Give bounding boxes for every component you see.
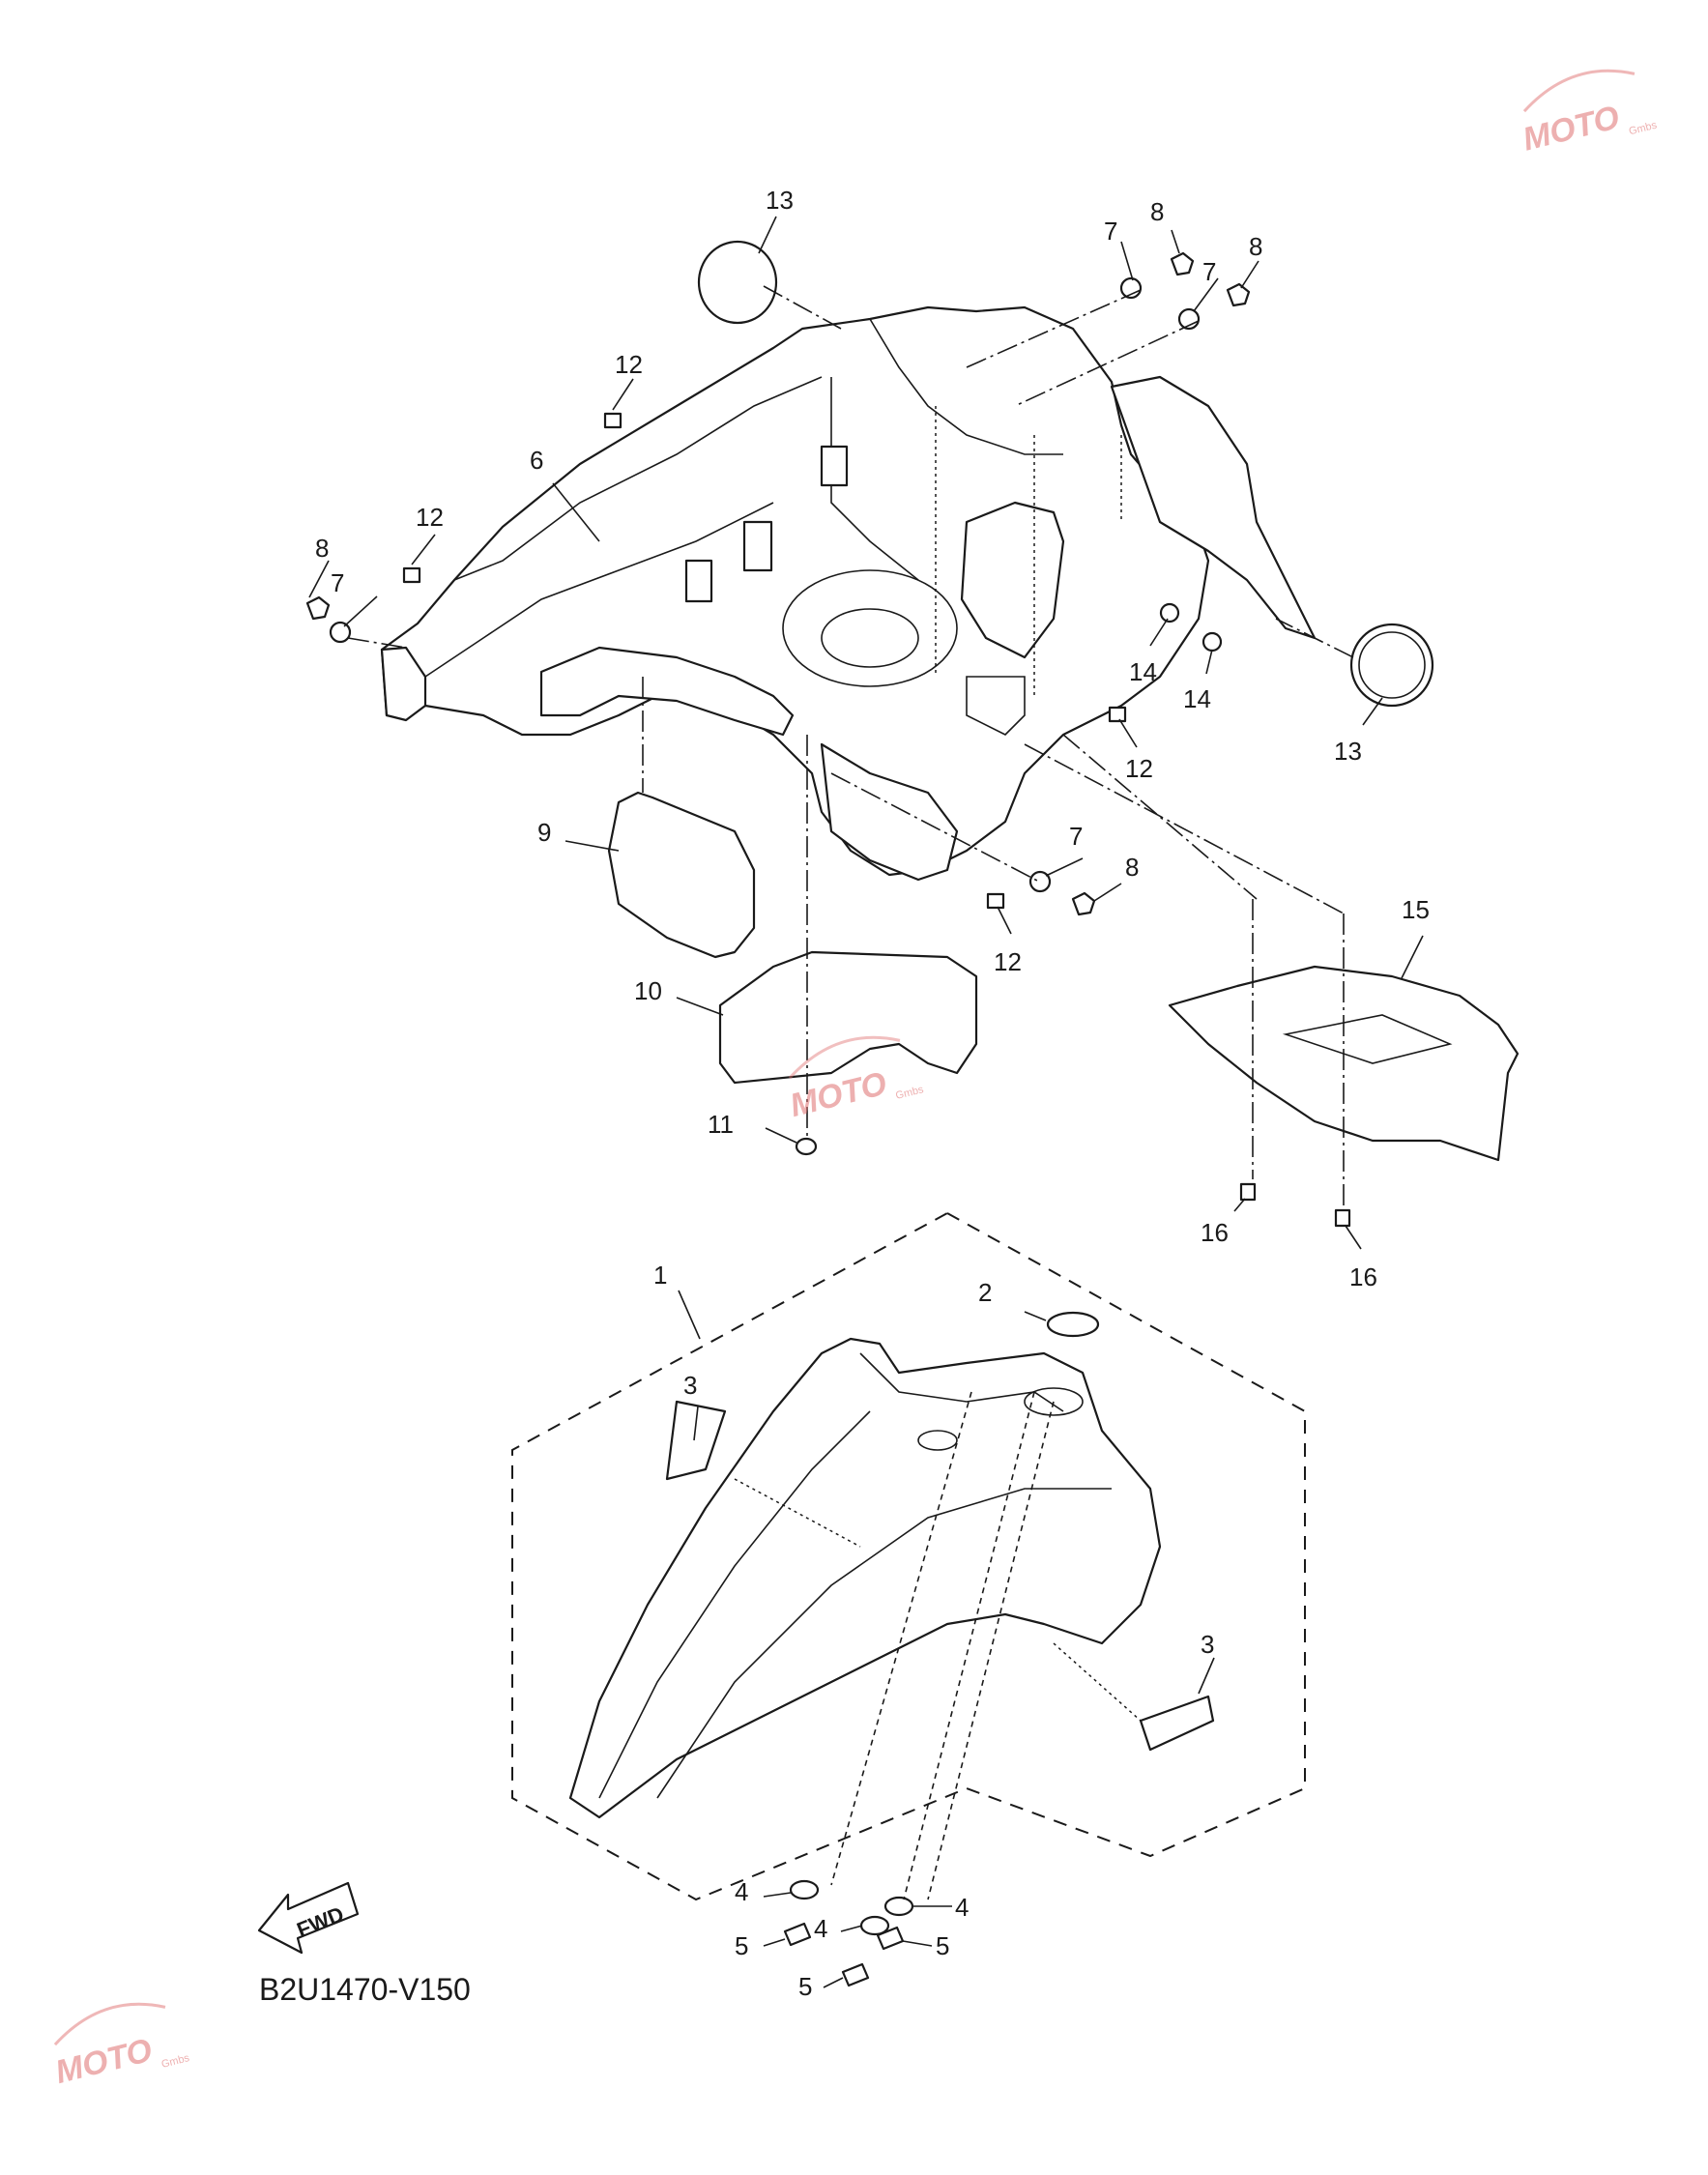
- lower-cover: [718, 950, 978, 1085]
- callout-3a: 3: [683, 1371, 697, 1400]
- callout-labels: 1 2 3 3 4 4 4 5 5 5 6 7 7 7 7 8 8 8 8 9 …: [315, 186, 1430, 2001]
- callout-9: 9: [537, 818, 551, 847]
- callout-14a: 14: [1129, 657, 1157, 686]
- leader-lines: [308, 216, 1424, 1988]
- callout-12a: 12: [615, 350, 643, 379]
- callout-7c: 7: [331, 568, 344, 597]
- assembly-lines: [347, 285, 1354, 1900]
- watermark-logo-bottom-left: MOTO Gmbs: [52, 2002, 191, 2091]
- svg-text:Gmbs: Gmbs: [894, 1084, 925, 1102]
- callout-4a: 4: [735, 1877, 748, 1906]
- callout-6: 6: [530, 446, 543, 475]
- callout-5c: 5: [798, 1972, 812, 2001]
- callout-8b: 8: [1249, 232, 1262, 261]
- callout-4c: 4: [814, 1914, 827, 1943]
- callout-7b: 7: [1202, 257, 1216, 286]
- callout-13b: 13: [1334, 737, 1362, 766]
- callout-12d: 12: [994, 947, 1022, 976]
- decal-right: [1139, 1695, 1215, 1752]
- callout-8d: 8: [1125, 853, 1139, 882]
- callout-4b: 4: [955, 1893, 969, 1922]
- svg-text:Gmbs: Gmbs: [160, 2052, 191, 2071]
- callout-10: 10: [634, 976, 662, 1005]
- fender-bolts: [783, 1879, 914, 1987]
- inner-fender-assembly: [380, 305, 1317, 882]
- diagram-code: B2U1470-V150: [259, 1972, 471, 2007]
- callout-5a: 5: [735, 1931, 748, 1960]
- watermark-logo-top-right: MOTO Gmbs: [1520, 69, 1659, 159]
- forward-direction-arrow: FWD: [257, 1881, 360, 1955]
- callout-8a: 8: [1150, 197, 1164, 226]
- callout-13a: 13: [766, 186, 794, 215]
- callout-3b: 3: [1201, 1630, 1214, 1659]
- svg-text:MOTO: MOTO: [52, 2032, 157, 2091]
- grommet-cap-left: [697, 240, 778, 325]
- svg-text:MOTO: MOTO: [1520, 99, 1624, 158]
- callout-2: 2: [978, 1278, 992, 1307]
- front-fender: [568, 1337, 1162, 1819]
- callout-16a: 16: [1201, 1218, 1229, 1247]
- bracket-plate: [607, 791, 756, 959]
- callout-12b: 12: [416, 503, 444, 532]
- assembly-outline: [511, 1211, 1306, 1901]
- callout-14b: 14: [1183, 684, 1211, 713]
- callout-11: 11: [708, 1110, 734, 1139]
- svg-text:Gmbs: Gmbs: [1628, 119, 1659, 137]
- callout-7d: 7: [1069, 822, 1083, 851]
- callout-15: 15: [1402, 895, 1430, 924]
- callout-5b: 5: [936, 1931, 949, 1960]
- callout-7a: 7: [1104, 217, 1117, 246]
- fender-cap: [1046, 1311, 1100, 1338]
- callout-16b: 16: [1349, 1262, 1377, 1291]
- callout-1: 1: [653, 1261, 667, 1290]
- decal-left: [665, 1400, 727, 1481]
- grommet-cap-right: [1349, 623, 1434, 708]
- callout-12c: 12: [1125, 754, 1153, 783]
- callout-8c: 8: [315, 534, 329, 563]
